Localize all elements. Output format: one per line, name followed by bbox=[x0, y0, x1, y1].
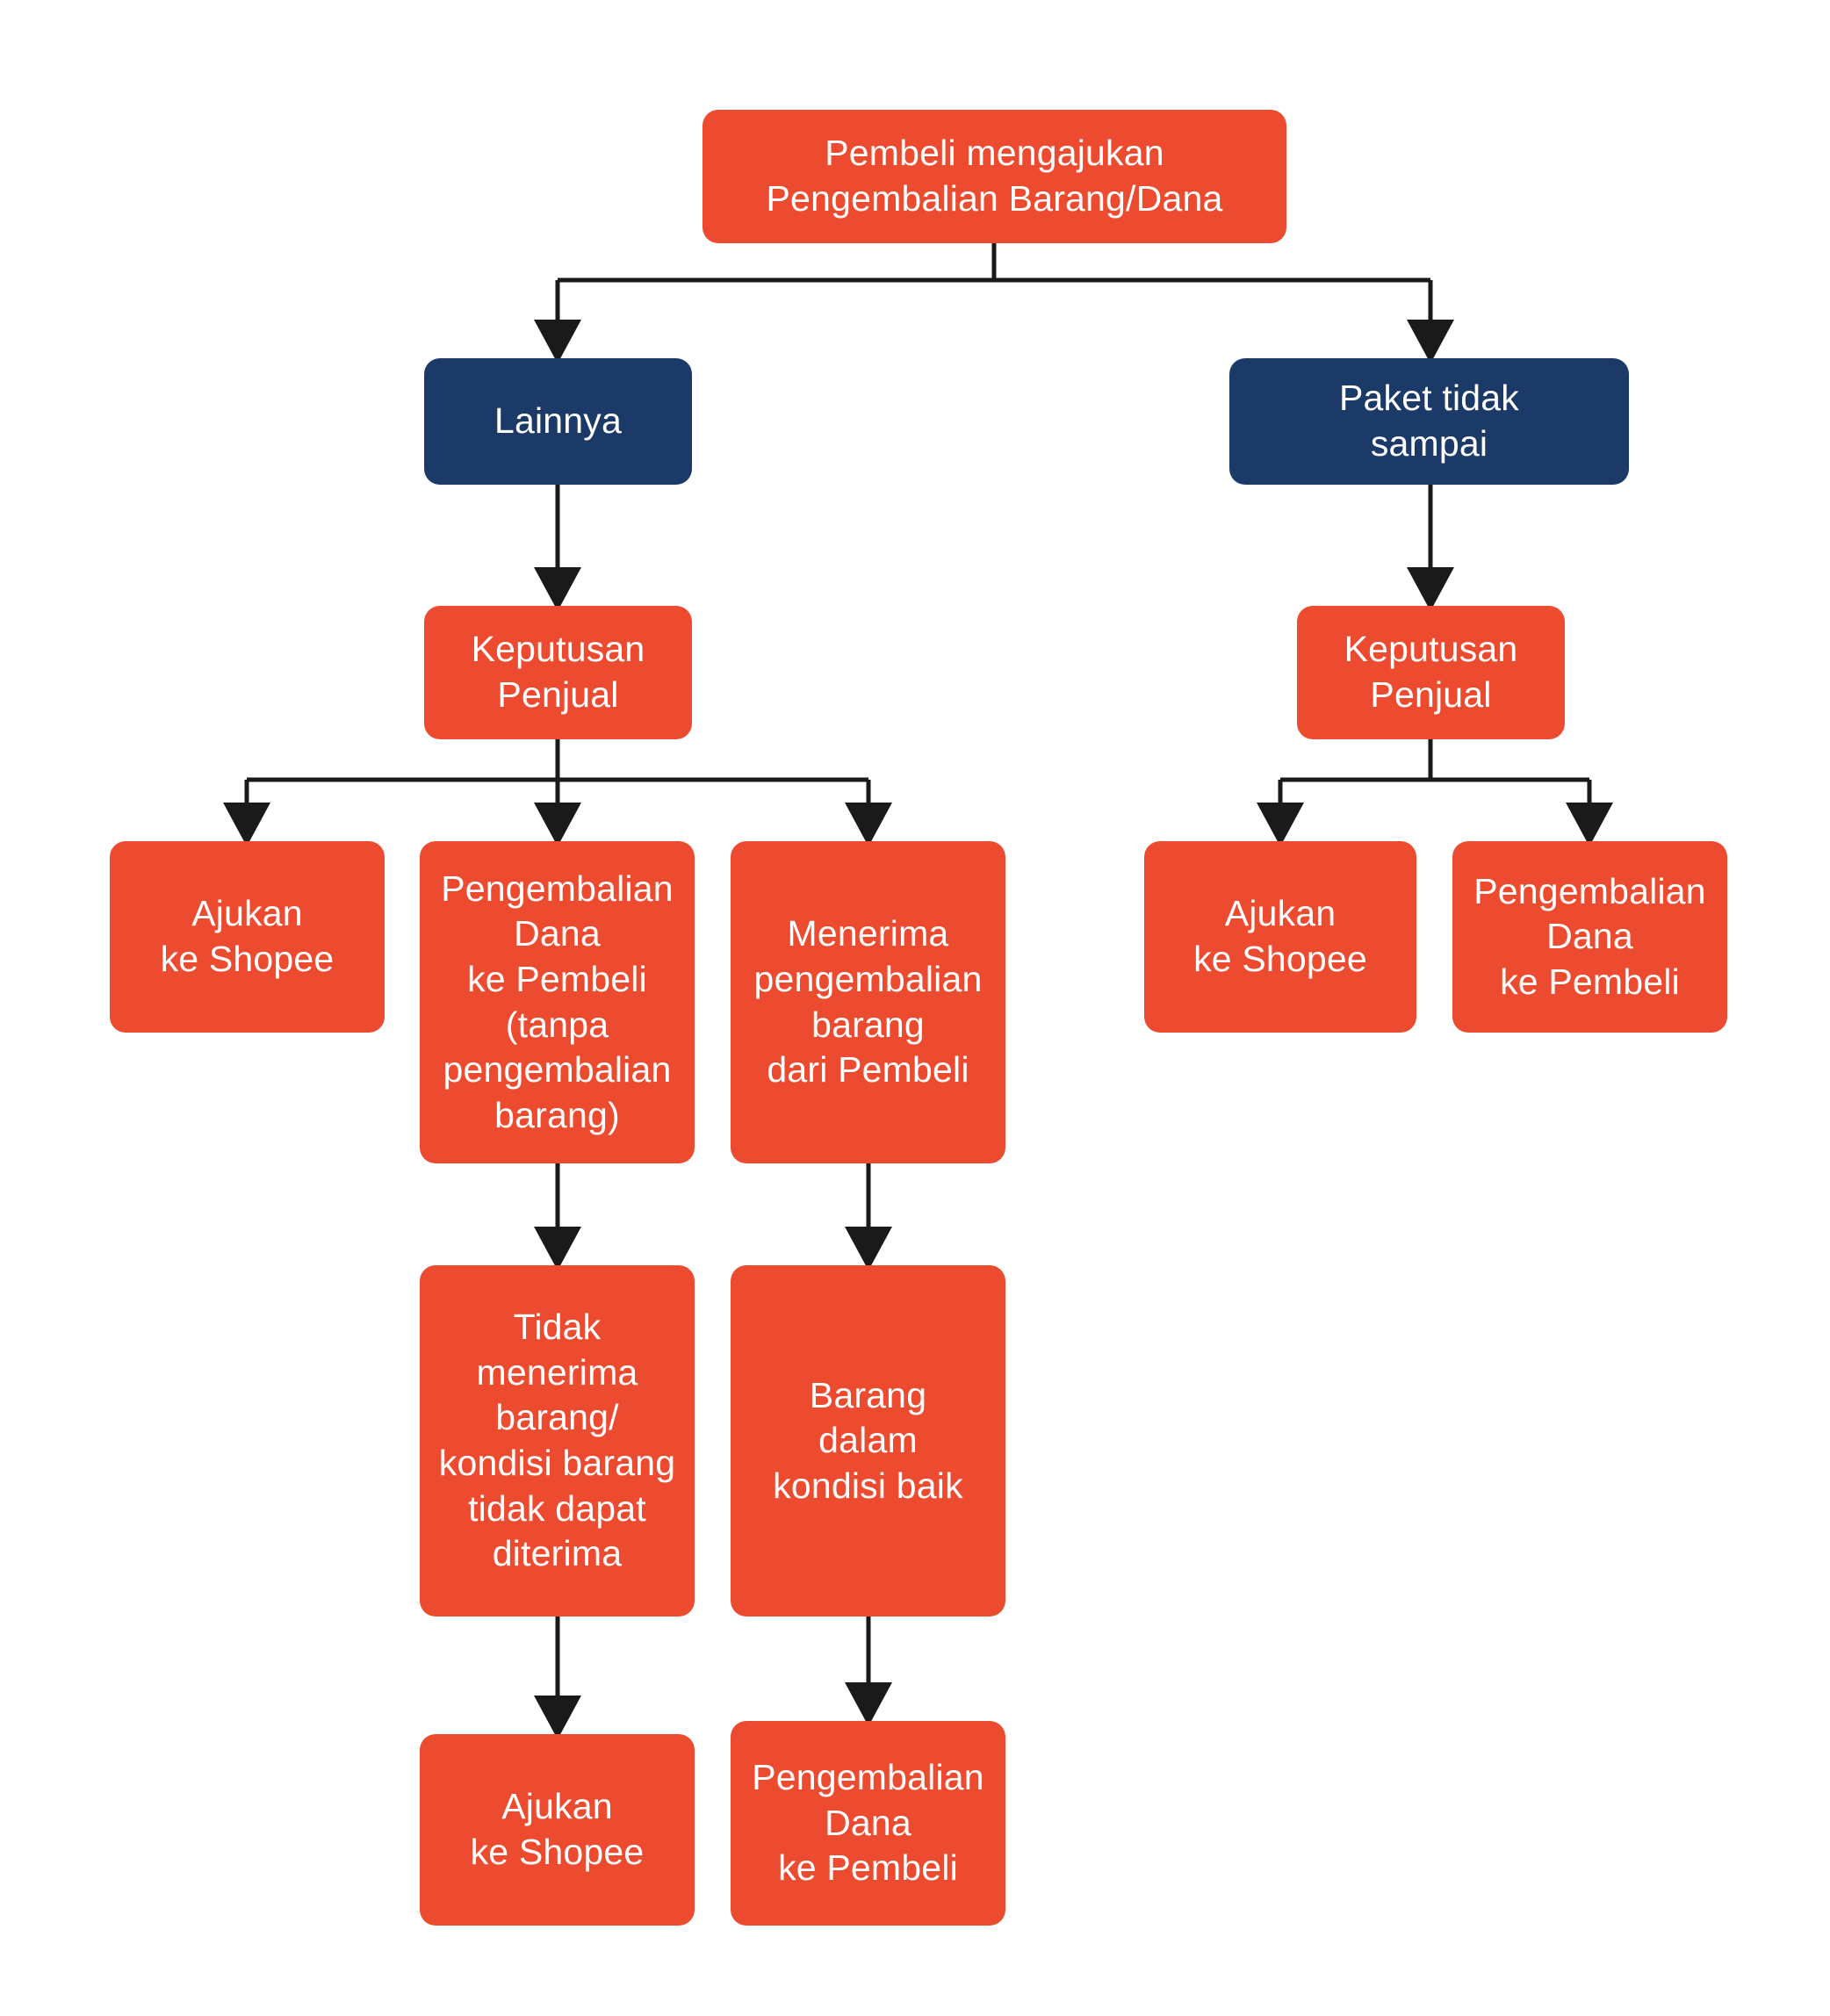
arrowhead-to-kp-kiri bbox=[534, 567, 581, 611]
arrowhead-to-ajukan-kanan bbox=[1257, 803, 1304, 846]
flow-node-pengembalian-dana-bawah[interactable]: Pengembalian Dana ke Pembeli bbox=[731, 1721, 1005, 1926]
flow-node-label-keputusan-penjual-kiri: Keputusan Penjual bbox=[471, 629, 645, 715]
flow-node-label-pengembalian-dana-kanan: Pengembalian Dana ke Pembeli bbox=[1473, 870, 1706, 1002]
arrowhead-to-ajukan-bawah bbox=[534, 1696, 581, 1739]
flow-node-label-barang-kondisi-baik: Barang dalam kondisi baik bbox=[773, 1374, 963, 1506]
arrowhead-to-menerima bbox=[845, 803, 892, 846]
arrowhead-to-lainnya bbox=[534, 320, 581, 364]
flow-node-label-paket-tidak-sampai: Paket tidak sampai bbox=[1338, 378, 1520, 464]
flow-node-barang-kondisi-baik[interactable]: Barang dalam kondisi baik bbox=[731, 1265, 1005, 1616]
flow-node-label-keputusan-penjual-kanan: Keputusan Penjual bbox=[1344, 629, 1518, 715]
flow-node-label-ajukan-shopee-kiri: Ajukan ke Shopee bbox=[160, 893, 335, 979]
flow-node-pengembalian-dana-kanan[interactable]: Pengembalian Dana ke Pembeli bbox=[1452, 841, 1727, 1033]
arrowhead-to-kp-kanan bbox=[1407, 567, 1454, 611]
arrowhead-to-ajukan-kiri bbox=[223, 803, 270, 846]
flow-node-ajukan-shopee-kiri[interactable]: Ajukan ke Shopee bbox=[110, 841, 385, 1033]
arrowhead-to-dana-bawah bbox=[845, 1682, 892, 1726]
flow-node-label-tidak-menerima-barang: Tidak menerima barang/ kondisi barang ti… bbox=[438, 1307, 676, 1574]
flow-node-pengembalian-dana-tanpa-barang[interactable]: Pengembalian Dana ke Pembeli (tanpa peng… bbox=[420, 841, 695, 1163]
flow-node-label-ajukan-shopee-bawah: Ajukan ke Shopee bbox=[470, 1786, 645, 1872]
flow-node-keputusan-penjual-kiri[interactable]: Keputusan Penjual bbox=[424, 606, 692, 739]
flow-node-root[interactable]: Pembeli mengajukan Pengembalian Barang/D… bbox=[702, 110, 1286, 243]
flow-node-lainnya[interactable]: Lainnya bbox=[424, 358, 692, 485]
flow-node-label-pengembalian-dana-tanpa-barang: Pengembalian Dana ke Pembeli (tanpa peng… bbox=[441, 868, 674, 1135]
flow-node-keputusan-penjual-kanan[interactable]: Keputusan Penjual bbox=[1297, 606, 1565, 739]
arrowhead-to-kondisibaik bbox=[845, 1227, 892, 1271]
arrowhead-to-dana-kanan bbox=[1566, 803, 1613, 846]
flow-node-tidak-menerima-barang[interactable]: Tidak menerima barang/ kondisi barang ti… bbox=[420, 1265, 695, 1616]
flow-node-label-pengembalian-dana-bawah: Pengembalian Dana ke Pembeli bbox=[752, 1757, 984, 1889]
flow-node-ajukan-shopee-bawah[interactable]: Ajukan ke Shopee bbox=[420, 1734, 695, 1926]
arrowhead-to-tidakmenerima bbox=[534, 1227, 581, 1271]
flow-node-label-lainnya: Lainnya bbox=[494, 400, 623, 442]
flow-node-label-menerima-pengembalian-barang: Menerima pengembalian barang dari Pembel… bbox=[753, 913, 983, 1091]
flow-node-menerima-pengembalian-barang[interactable]: Menerima pengembalian barang dari Pembel… bbox=[731, 841, 1005, 1163]
flow-node-ajukan-shopee-kanan[interactable]: Ajukan ke Shopee bbox=[1144, 841, 1416, 1033]
arrowhead-to-dana-tanpa bbox=[534, 803, 581, 846]
arrowhead-to-paket bbox=[1407, 320, 1454, 364]
flow-node-paket-tidak-sampai[interactable]: Paket tidak sampai bbox=[1229, 358, 1629, 485]
flow-node-label-ajukan-shopee-kanan: Ajukan ke Shopee bbox=[1193, 893, 1367, 979]
flow-node-label-root: Pembeli mengajukan Pengembalian Barang/D… bbox=[766, 133, 1223, 219]
